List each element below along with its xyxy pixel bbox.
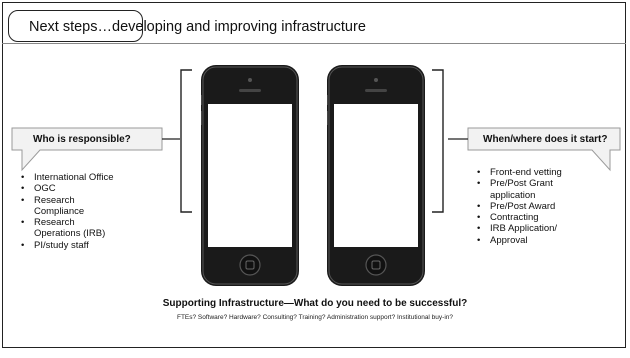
list-item: International Office	[18, 172, 154, 184]
phone-left-screen	[208, 104, 292, 247]
list-item: IRB Application/	[474, 223, 584, 235]
phone-right-screen	[334, 104, 418, 247]
slide-frame	[2, 2, 626, 348]
phone-right-graphic	[327, 65, 425, 286]
right-callout-heading: When/where does it start?	[483, 134, 608, 145]
right-callout-box	[467, 127, 621, 172]
left-callout-box	[11, 127, 163, 172]
phone-right	[327, 65, 425, 286]
list-item: Contracting	[474, 212, 584, 224]
list-item: PI/study staff	[18, 240, 154, 252]
phone-left	[201, 65, 299, 286]
header-divider	[2, 43, 626, 44]
list-item: OGC	[18, 183, 154, 195]
phone-left-graphic	[201, 65, 299, 286]
list-item: Pre/Post Grant application	[474, 178, 570, 201]
list-item: Research Compliance	[18, 195, 106, 218]
right-bracket	[432, 69, 444, 213]
list-item: Research Operations (IRB)	[18, 217, 106, 240]
title-bubble-outline	[8, 10, 143, 42]
footer-heading: Supporting Infrastructure—What do you ne…	[162, 298, 468, 309]
list-item: Pre/Post Award	[474, 201, 584, 213]
left-bracket	[180, 69, 192, 213]
list-item: Front-end vetting	[474, 167, 584, 179]
right-callout-list: Front-end vetting Pre/Post Grant applica…	[474, 167, 584, 246]
left-callout-list: International Office OGC Research Compli…	[18, 172, 154, 251]
slide-title: Next steps…developing and improving infr…	[29, 19, 366, 35]
footer-subtext: FTEs? Software? Hardware? Consulting? Tr…	[176, 314, 454, 321]
left-callout-heading: Who is responsible?	[33, 134, 131, 145]
list-item: Approval	[474, 235, 584, 247]
